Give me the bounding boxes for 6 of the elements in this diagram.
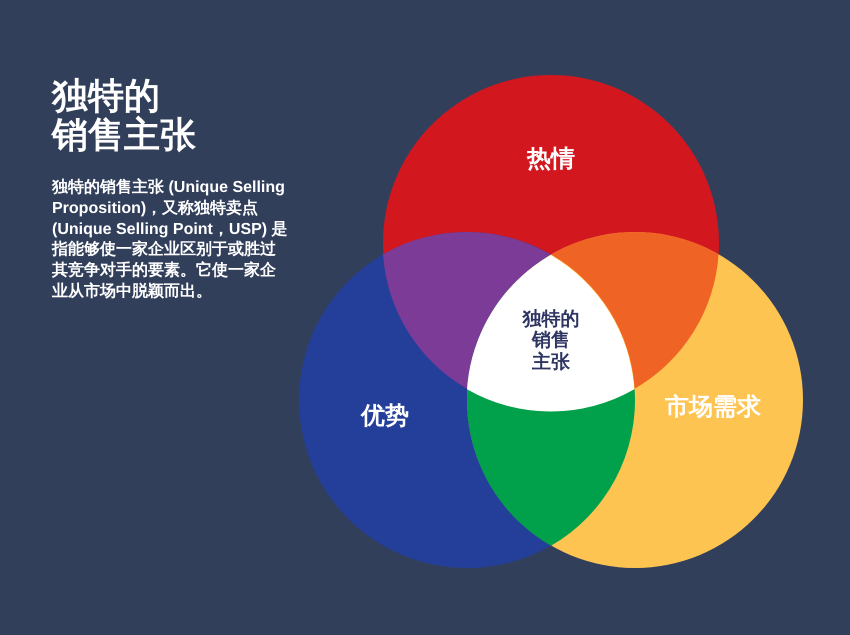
circle-label: 优势 bbox=[361, 404, 409, 430]
center-label: 独特的销售主张 bbox=[521, 309, 580, 373]
heading: 独特的销售主张 bbox=[52, 76, 197, 154]
description-text: 独特的销售主张 (Unique Selling Proposition)，又称独特卖点 (Unique Selling Point，USP) 是指能够使一家企业区别于或胜过其竞争对手的要素。它使一家企业从市场中脱颖而出。 bbox=[52, 178, 289, 302]
circle-label: 市场需求 bbox=[665, 394, 761, 422]
circle-label: 热情 bbox=[527, 146, 575, 174]
